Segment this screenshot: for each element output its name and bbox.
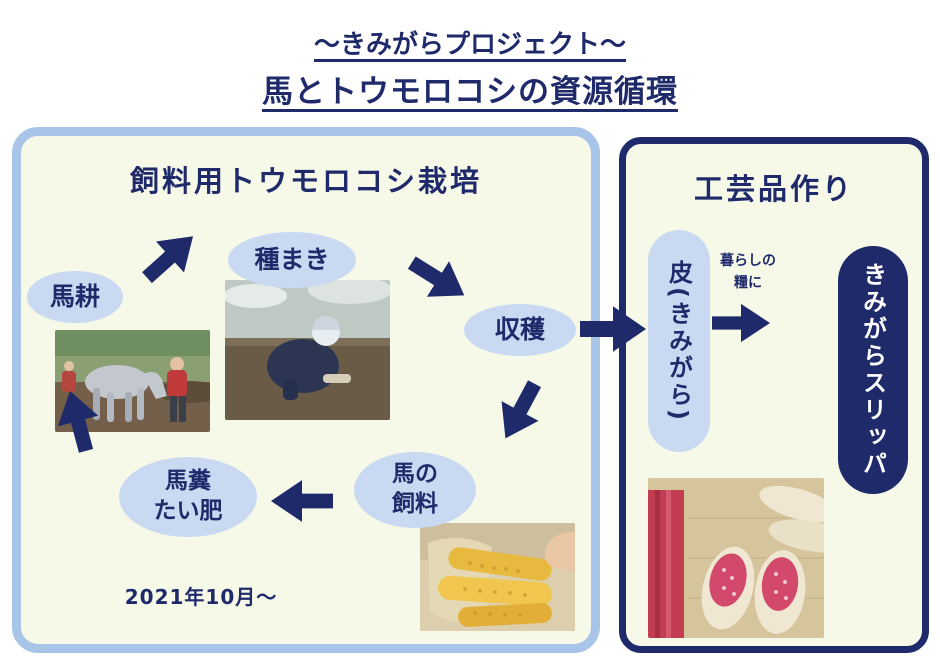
arrow-seeding-to-harvest-icon [400,243,477,315]
caption-livelihood: 暮らしの 糧に [710,250,786,295]
arrow-feed-to-compost-icon [271,478,333,524]
main-title: 馬とトウモロコシの資源循環 [262,74,678,110]
caption-livelihood-line1: 暮らしの [720,253,776,269]
caption-livelihood-line2: 糧に [734,275,762,292]
node-horse-feed-line2: 飼料 [392,491,438,517]
corn-cultivation-panel: 飼料用トウモロコシ栽培 [12,127,600,653]
node-corn-husk: 皮(きみがら) [648,230,710,452]
seed-planting-photo [225,280,390,420]
arrow-husk-to-slipper-icon [712,302,770,344]
arrow-cultivation-to-craft-icon [580,304,646,354]
arrow-compost-to-plowing-icon [48,385,108,457]
horse-plowing-photo [55,330,210,432]
node-horse-feed-line1: 馬の [392,461,438,488]
node-manure-compost-line1: 馬糞 [165,468,211,495]
start-date-note: 2021年10月〜 [124,585,278,609]
node-horse-feed: 馬の 飼料 [354,452,476,528]
node-seeding: 種まき [228,232,356,288]
node-kimigara-slippers: きみがらスリッパ [838,246,908,494]
project-title: 〜きみがらプロジェクト〜 [313,30,626,60]
arrow-harvest-to-feed-icon [485,373,555,449]
node-manure-compost: 馬糞 たい肥 [119,457,257,537]
node-harvest: 収穫 [464,304,576,356]
kimigara-slippers-photo [648,478,824,638]
right-panel-heading: 工芸品作り [693,172,854,206]
arrow-plowing-to-seeding-icon [132,219,209,295]
craft-making-panel: 工芸品作り 皮(きみがら) 暮らしの 糧に きみがらスリッパ [619,137,929,653]
corn-photo [420,523,575,631]
node-manure-compost-line2: たい肥 [153,498,223,524]
left-panel-heading: 飼料用トウモロコシ栽培 [129,164,482,198]
node-horse-plowing: 馬耕 [27,271,123,323]
